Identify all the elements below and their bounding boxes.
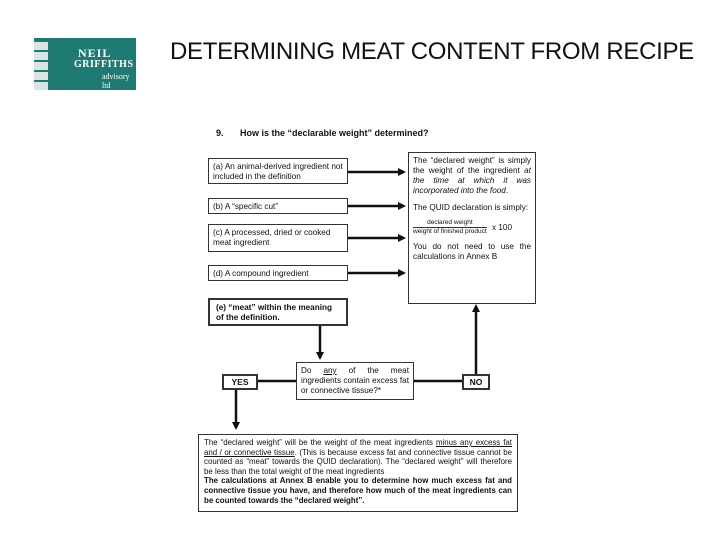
logo-stripe [34, 42, 48, 50]
slide-title: DETERMINING MEAT CONTENT FROM RECIPE [170, 38, 694, 65]
quid-fraction: declared weight weight of finished produ… [413, 219, 487, 236]
question-text: How is the “declarable weight” determine… [240, 128, 429, 138]
company-logo: NEIL GRIFFITHS advisory ltd [34, 38, 136, 90]
decision-text-a: Do [301, 366, 324, 375]
option-a-box: (a) An animal-derived ingredient not inc… [208, 158, 348, 184]
declared-weight-box: The “declared weight” is simply the weig… [408, 152, 536, 304]
logo-text-line3: advisory ltd [102, 72, 130, 90]
logo-text-line1: NEIL [78, 46, 112, 60]
logo-stripe [34, 62, 48, 70]
logo-stripe [34, 82, 48, 90]
option-d-text: (d) A compound ingredient [213, 269, 309, 278]
logo-text-line2: GRIFFITHS [74, 59, 134, 70]
decision-text-any: any [323, 366, 337, 375]
option-a-text: (a) An animal-derived ingredient not inc… [213, 162, 343, 181]
meat-ingredients-box: The “declared weight” will be the weight… [198, 434, 518, 512]
option-d-box: (d) A compound ingredient [208, 265, 348, 281]
no-label: NO [462, 374, 490, 390]
yes-text: YES [231, 377, 249, 387]
decision-question-box: Do any of the meat ingredients contain e… [296, 362, 414, 400]
fraction-denominator: weight of finished product [413, 228, 487, 235]
question-number: 9. [216, 128, 224, 138]
option-c-text: (c) A processed, dried or cooked meat in… [213, 228, 331, 247]
option-e-box: (e) “meat” within the meaning of the def… [208, 298, 348, 326]
option-c-box: (c) A processed, dried or cooked meat in… [208, 224, 348, 252]
no-text: NO [469, 377, 483, 387]
quid-formula: declared weight weight of finished produ… [413, 219, 531, 236]
option-b-text: (b) A “specific cut” [213, 202, 279, 211]
logo-stripe [34, 72, 48, 80]
bottom-paragraph-1: The “declared weight” will be the weight… [204, 438, 513, 476]
decision-text-b: of the meat ingredients contain excess f… [301, 366, 409, 395]
result-paragraph-2: The QUID declaration is simply: [413, 203, 529, 212]
fraction-numerator: declared weight [413, 219, 487, 228]
logo-stripe [34, 52, 48, 60]
option-b-box: (b) A “specific cut” [208, 198, 348, 214]
option-e-text: (e) “meat” within the meaning of the def… [216, 303, 333, 322]
bottom-paragraph-2: The calculations at Annex B enable you t… [204, 476, 512, 505]
result-paragraph-3: You do not need to use the calculations … [413, 242, 531, 261]
fraction-multiplier: x 100 [492, 222, 513, 232]
result-paragraph-1: The “declared weight” is simply the weig… [413, 156, 531, 195]
yes-label: YES [222, 374, 258, 390]
